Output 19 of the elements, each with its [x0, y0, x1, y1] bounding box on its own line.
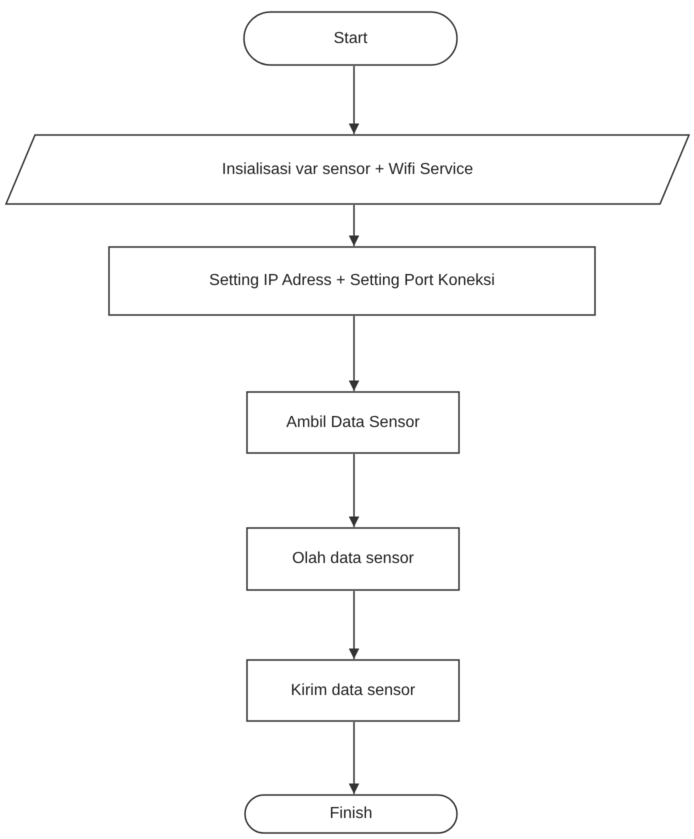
arrow	[348, 591, 360, 659]
input-parallelogram	[5, 134, 690, 205]
terminator-shape	[244, 794, 458, 834]
arrow	[348, 454, 360, 527]
arrow	[348, 316, 360, 391]
arrow	[348, 66, 360, 134]
node-label: Insialisasi var sensor + Wifi Service	[220, 160, 474, 180]
node-label: Ambil Data Sensor	[285, 412, 421, 432]
process-box	[246, 527, 460, 591]
arrow	[348, 722, 360, 794]
node-label: Start	[332, 28, 368, 48]
node-label: Kirim data sensor	[290, 680, 416, 700]
node-label: Setting IP Adress + Setting Port Koneksi	[208, 271, 496, 291]
node-label: Olah data sensor	[291, 549, 415, 569]
process-box	[246, 659, 460, 722]
process-box	[108, 246, 596, 316]
arrow	[348, 205, 360, 246]
process-box	[246, 391, 460, 454]
node-label: Finish	[328, 804, 374, 824]
